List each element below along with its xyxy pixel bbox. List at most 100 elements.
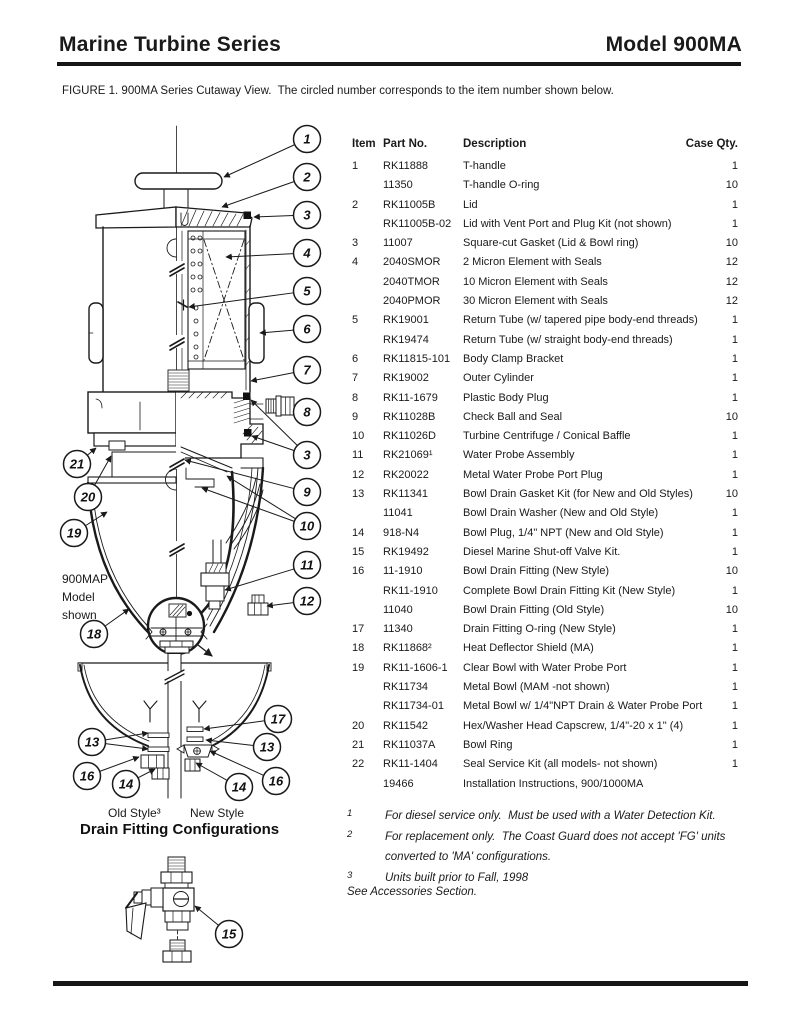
cell-desc: Bowl Plug, 1/4" NPT (New and Old Style) bbox=[463, 526, 664, 539]
cell-qty: 1 bbox=[731, 623, 738, 636]
cell-qty: 1 bbox=[731, 681, 738, 694]
svg-text:5: 5 bbox=[303, 284, 311, 299]
cell-item bbox=[352, 292, 383, 311]
col-header-qty: Case Qty. bbox=[685, 138, 738, 150]
footnote-text: For replacement only. The Coast Guard do… bbox=[385, 830, 726, 864]
cell-desc: Body Clamp Bracket bbox=[463, 352, 564, 365]
svg-text:13: 13 bbox=[260, 740, 275, 755]
break-marks bbox=[169, 261, 185, 557]
water-probe bbox=[200, 477, 264, 610]
cell-desc: Plastic Body Plug bbox=[463, 391, 549, 404]
clip-right bbox=[192, 700, 207, 723]
header-rule bbox=[57, 62, 741, 66]
cell-item bbox=[352, 582, 383, 601]
callout-18-16: 18 bbox=[79, 608, 130, 649]
new-style-plug bbox=[184, 758, 201, 772]
callout-3-8: 3 bbox=[250, 399, 322, 470]
callout-11-11: 11 bbox=[224, 550, 322, 592]
cell-qty: 1 bbox=[731, 314, 738, 327]
cell-item: 12 bbox=[352, 468, 365, 481]
cell-part: 11040 bbox=[383, 603, 413, 616]
cell-desc: Turbine Centrifuge / Conical Baffle bbox=[463, 430, 631, 443]
cell-item bbox=[352, 601, 383, 620]
cell-qty: 1 bbox=[731, 545, 738, 558]
cell-desc: Installation Instructions, 900/1000MA bbox=[463, 777, 644, 790]
cell-desc: Bowl Drain Gasket Kit (for New and Old S… bbox=[463, 488, 693, 501]
cell-part: RK19001 bbox=[383, 314, 429, 327]
cell-qty: 1 bbox=[731, 642, 738, 655]
cell-part: RK11026D bbox=[383, 430, 436, 443]
callout-19-15: 19 bbox=[59, 511, 108, 548]
svg-text:6: 6 bbox=[303, 322, 311, 337]
cell-part: RK19002 bbox=[383, 372, 429, 385]
cell-desc: Clear Bowl with Water Probe Port bbox=[463, 661, 627, 674]
callout-20-14: 20 bbox=[73, 455, 112, 512]
cell-desc: T-handle O-ring bbox=[463, 179, 540, 192]
cell-part: RK20022 bbox=[383, 468, 429, 481]
cell-item bbox=[352, 678, 383, 697]
cell-desc: 30 Micron Element with Seals bbox=[463, 295, 608, 308]
new-style-label: New Style bbox=[190, 806, 244, 820]
cell-part: 11041 bbox=[383, 507, 413, 520]
cell-qty: 1 bbox=[731, 430, 738, 443]
svg-text:16: 16 bbox=[269, 774, 284, 789]
footnote-text: For diesel service only. Must be used wi… bbox=[385, 810, 716, 822]
model-title: Model 900MA bbox=[605, 33, 742, 56]
body-plug-icon bbox=[265, 395, 295, 417]
cell-desc: Bowl Ring bbox=[463, 738, 513, 751]
cell-part: RK11888 bbox=[383, 160, 429, 172]
cell-item bbox=[352, 775, 383, 794]
clip-left bbox=[143, 700, 158, 723]
footnote-text: Units built prior to Fall, 1998 bbox=[385, 871, 529, 884]
callout-8-7: 8 bbox=[292, 397, 322, 427]
callout-10-10: 10 bbox=[201, 475, 322, 541]
svg-text:17: 17 bbox=[271, 712, 286, 727]
cell-part: 11350 bbox=[383, 179, 413, 192]
cell-qty: 1 bbox=[731, 584, 738, 597]
cell-qty: 1 bbox=[731, 526, 738, 539]
cell-qty: 10 bbox=[725, 603, 738, 616]
cell-part: RK11005B bbox=[383, 198, 436, 211]
cell-desc: Outer Cylinder bbox=[463, 372, 534, 385]
cell-desc: Diesel Marine Shut-off Valve Kit. bbox=[463, 545, 621, 558]
old-style-label: Old Style³ bbox=[108, 806, 161, 820]
cell-item bbox=[352, 273, 383, 292]
cell-desc: Metal Water Probe Port Plug bbox=[463, 468, 603, 481]
valve-lever bbox=[125, 902, 147, 940]
svg-text:12: 12 bbox=[300, 594, 315, 609]
cell-part: RK19474 bbox=[383, 333, 429, 346]
callout-6-5: 6 bbox=[259, 314, 322, 344]
cell-part: 11-1910 bbox=[383, 565, 423, 578]
callout-16-23: 16 bbox=[209, 750, 291, 796]
svg-text:10: 10 bbox=[300, 519, 315, 534]
cell-desc: Bowl Drain Fitting (Old Style) bbox=[463, 603, 605, 616]
gasket-marker-low bbox=[244, 429, 252, 437]
svg-text:3: 3 bbox=[303, 448, 311, 463]
svg-text:15: 15 bbox=[222, 927, 237, 942]
probe-port-plug-icon bbox=[247, 594, 269, 616]
cell-desc: Metal Bowl w/ 1/4"NPT Drain & Water Prob… bbox=[463, 700, 703, 713]
svg-text:9: 9 bbox=[303, 485, 311, 500]
col-header-item: Item bbox=[352, 138, 376, 150]
callout-4-3: 4 bbox=[225, 238, 322, 268]
series-title: Marine Turbine Series bbox=[59, 33, 282, 56]
cell-desc: T-handle bbox=[463, 160, 506, 172]
cell-item: 13 bbox=[352, 488, 365, 501]
cell-desc: Check Ball and Seal bbox=[463, 410, 563, 423]
